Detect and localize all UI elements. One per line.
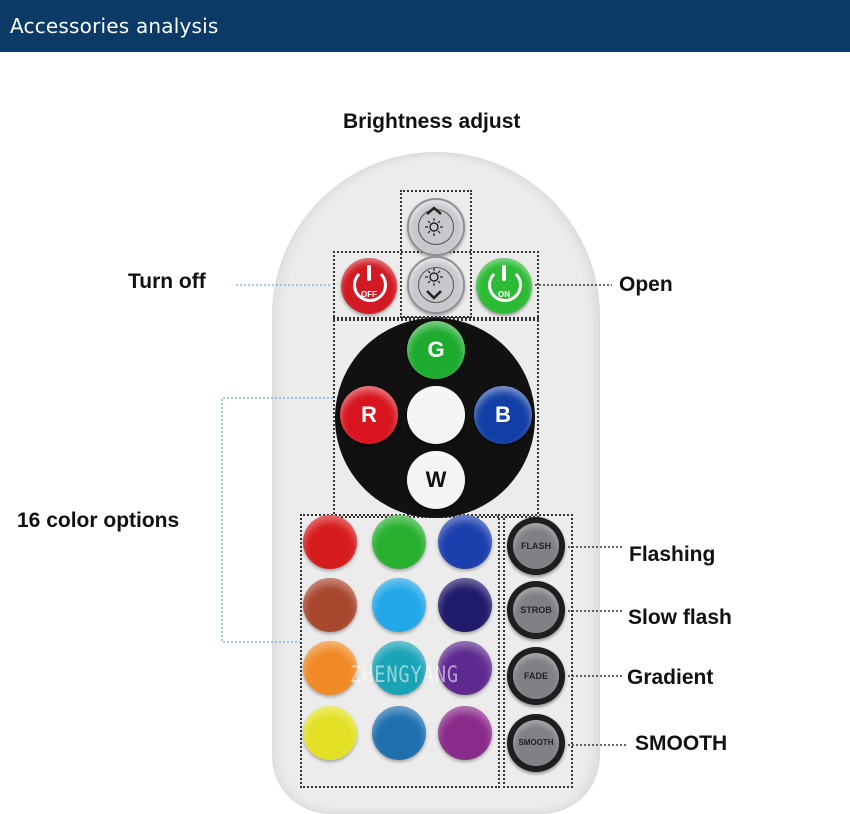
swatch-magenta[interactable] bbox=[438, 706, 492, 760]
power-on-icon bbox=[488, 268, 522, 302]
center-white-button[interactable] bbox=[407, 386, 465, 444]
swatch-rust[interactable] bbox=[303, 578, 357, 632]
swatch-purple[interactable] bbox=[438, 641, 492, 695]
brightness-adjust-label: Brightness adjust bbox=[343, 110, 521, 133]
swatch-blue[interactable] bbox=[438, 515, 492, 569]
open-label: Open bbox=[619, 273, 673, 296]
brightness-up-button[interactable] bbox=[407, 198, 465, 256]
smooth-button-label: SMOOTH bbox=[513, 720, 559, 766]
on-text: ON bbox=[498, 290, 510, 299]
green-button[interactable]: G bbox=[407, 321, 465, 379]
smooth-button[interactable]: SMOOTH bbox=[507, 714, 565, 772]
turn-off-label: Turn off bbox=[128, 270, 206, 293]
power-off-button[interactable]: OFF bbox=[341, 258, 397, 314]
brightness-down-icon bbox=[425, 268, 443, 300]
red-button[interactable]: R bbox=[340, 386, 398, 444]
brightness-up-icon bbox=[425, 206, 443, 236]
swatch-steel-blue[interactable] bbox=[372, 706, 426, 760]
swatch-teal[interactable] bbox=[372, 641, 426, 695]
blue-button[interactable]: B bbox=[474, 386, 532, 444]
color-options-label: 16 color options bbox=[17, 509, 180, 532]
page-title: Accessories analysis bbox=[10, 14, 219, 38]
strobe-button[interactable]: STROB bbox=[507, 581, 565, 639]
swatch-indigo[interactable] bbox=[438, 578, 492, 632]
swatch-yellow[interactable] bbox=[303, 706, 357, 760]
swatch-sky[interactable] bbox=[372, 578, 426, 632]
swatch-red[interactable] bbox=[303, 515, 357, 569]
swatch-green[interactable] bbox=[372, 515, 426, 569]
flash-button-label: FLASH bbox=[513, 523, 559, 569]
power-on-button[interactable]: ON bbox=[476, 258, 532, 314]
smooth-label: SMOOTH bbox=[635, 732, 728, 755]
flashing-label: Flashing bbox=[629, 543, 716, 566]
slow-flash-label: Slow flash bbox=[628, 606, 732, 629]
power-off-icon bbox=[353, 268, 387, 302]
fade-button[interactable]: FADE bbox=[507, 647, 565, 705]
watermark: ZHENGYANG bbox=[350, 663, 459, 688]
fade-button-label: FADE bbox=[513, 653, 559, 699]
white-button[interactable]: W bbox=[407, 451, 465, 509]
swatch-orange[interactable] bbox=[303, 641, 357, 695]
flash-button[interactable]: FLASH bbox=[507, 517, 565, 575]
off-text: OFF bbox=[361, 290, 377, 299]
gradient-label: Gradient bbox=[627, 666, 714, 689]
strobe-button-label: STROB bbox=[513, 587, 559, 633]
brightness-down-button[interactable] bbox=[407, 256, 465, 314]
header-band: Accessories analysis bbox=[0, 0, 850, 52]
